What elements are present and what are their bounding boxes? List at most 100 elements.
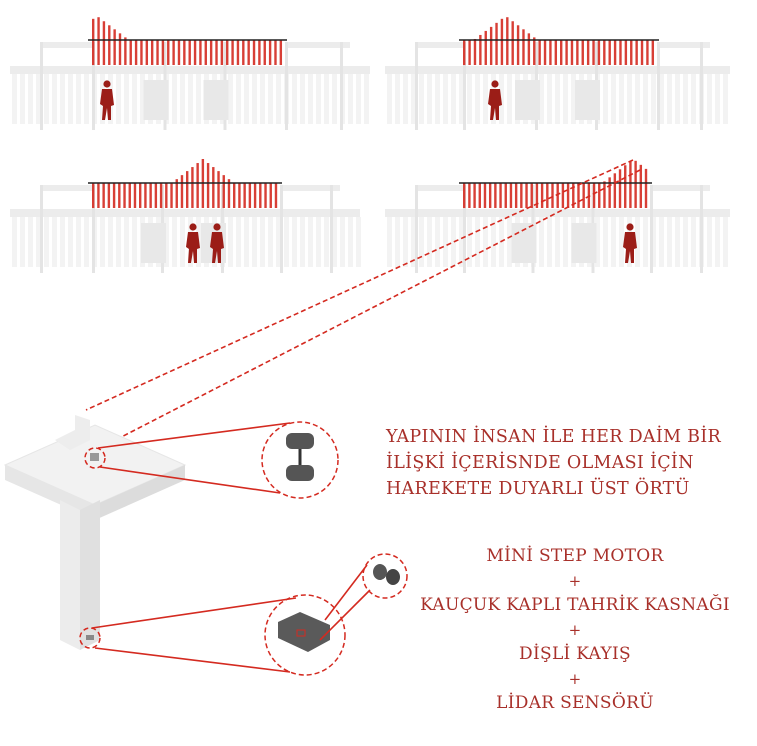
ghost-slat — [124, 74, 129, 124]
detail-callouts — [79, 421, 408, 676]
canopy-slat — [134, 40, 138, 65]
person-body — [100, 89, 114, 120]
canopy-slat — [570, 40, 574, 65]
ghost-slat — [475, 74, 480, 124]
canopy-slat — [561, 183, 565, 208]
ghost-slat — [316, 217, 321, 267]
canopy-slat — [630, 40, 633, 65]
ghost-slat — [164, 217, 169, 267]
ghost-panel — [203, 80, 229, 120]
canopy-slat — [123, 183, 126, 208]
ghost-slat — [244, 74, 249, 124]
canopy-slat — [175, 179, 178, 208]
callout-line — [97, 422, 291, 449]
callout-circle-small — [79, 627, 101, 649]
component-pulley: KAUÇUK KAPLI TAHRİK KASNAĞI — [420, 595, 730, 615]
canopy-slat — [161, 40, 165, 65]
ghost-slat — [324, 74, 329, 124]
ghost-slat — [667, 217, 672, 267]
canopy-slat — [279, 40, 283, 65]
ghost-slat — [619, 74, 624, 124]
canopy-slat — [603, 40, 606, 65]
step-motor-icon — [278, 612, 330, 652]
canopy-slat — [624, 40, 628, 65]
ghost-slat — [403, 217, 408, 267]
canopy-slat — [540, 183, 544, 208]
canopy-slat — [504, 183, 507, 208]
callout-line — [94, 647, 291, 673]
canopy-slat — [522, 29, 525, 65]
ghost-slat — [44, 217, 49, 267]
canopy-slat — [92, 18, 95, 65]
person-head — [491, 80, 499, 88]
ghost-slat — [236, 74, 241, 124]
ghost-slat — [507, 217, 512, 267]
ghost-slat — [100, 217, 105, 267]
roof-slab — [3, 424, 187, 506]
ghost-slat — [20, 74, 25, 124]
ghost-beam — [415, 185, 463, 191]
ghost-slat — [651, 74, 656, 124]
canopy-slat — [186, 171, 189, 208]
ghost-slat — [611, 217, 616, 267]
column-shaft — [60, 500, 80, 650]
elevation-panel-3 — [10, 159, 361, 273]
canopy-slat — [488, 183, 492, 208]
canopy-slat — [500, 18, 504, 65]
canopy-slat — [582, 183, 585, 208]
canopy-slat — [233, 183, 236, 208]
ghost-slat — [387, 74, 392, 124]
ghost-slat — [356, 217, 361, 267]
canopy-slat — [613, 40, 617, 65]
ghost-slat — [228, 217, 233, 267]
ghost-slat — [244, 217, 249, 267]
canopy-slat — [535, 183, 539, 208]
ghost-slat — [467, 217, 472, 267]
ghost-column — [463, 42, 466, 130]
title-line: HAREKETE DUYARLI ÜST ÖRTÜ — [386, 479, 690, 499]
canopy-slat — [259, 183, 262, 208]
slab-edge — [95, 465, 185, 520]
ghost-slat — [459, 217, 464, 267]
canopy-slat — [506, 17, 509, 66]
canopy-slat — [124, 37, 127, 65]
canopy-slat — [473, 183, 476, 208]
canopy-slat — [533, 37, 536, 65]
plus-sign: + — [568, 669, 582, 688]
canopy-slat — [651, 40, 655, 65]
canopy-slat — [226, 40, 229, 65]
ghost-slat — [284, 217, 289, 267]
ghost-column — [92, 42, 95, 130]
ghost-slat — [627, 74, 632, 124]
ghost-slat — [316, 74, 321, 124]
ghost-slat — [44, 74, 49, 124]
pulley-icon — [386, 569, 400, 585]
ghost-slat — [84, 74, 89, 124]
ghost-slat — [467, 74, 472, 124]
canopy-slat — [129, 40, 132, 65]
ghost-slat — [555, 74, 560, 124]
ghost-slat — [443, 74, 448, 124]
motor-icon — [286, 433, 314, 449]
canopy-slat — [483, 183, 487, 208]
canopy-slat — [231, 40, 234, 65]
ghost-slat — [348, 74, 353, 124]
canopy-slat — [608, 40, 611, 65]
ghost-slat — [635, 217, 640, 267]
person-head — [213, 223, 221, 231]
canopy-slat — [592, 183, 596, 208]
canopy-slat — [156, 40, 159, 65]
ghost-slat — [451, 217, 456, 267]
canopy-slat — [468, 183, 471, 208]
canopy-slat — [577, 183, 580, 208]
ghost-column — [415, 42, 418, 130]
ghost-slat — [252, 74, 257, 124]
callout-line — [91, 597, 297, 629]
canopy-slat — [572, 183, 575, 208]
canopy-slat — [222, 175, 225, 208]
canopy-slat — [220, 40, 224, 65]
sensor-icon — [90, 453, 99, 461]
ghost-beam — [385, 66, 730, 74]
canopy-slat — [581, 40, 584, 65]
